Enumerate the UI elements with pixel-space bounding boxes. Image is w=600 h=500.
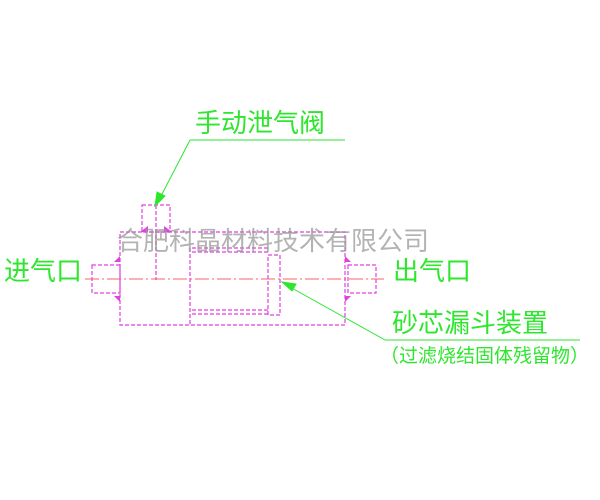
funnel-label: 砂芯漏斗装置 — [392, 309, 549, 339]
weld-marks — [114, 226, 351, 302]
funnel-note: （过滤烧结固体残留物） — [380, 345, 590, 367]
weld-mark — [114, 256, 120, 262]
sand-core-funnel-disk — [267, 254, 281, 316]
weld-mark — [345, 296, 351, 302]
outlet-label: 出气口 — [393, 257, 472, 287]
funnel-leader — [289, 286, 386, 341]
weld-mark — [164, 226, 172, 232]
vent-valve-label: 手动泄气阀 — [195, 109, 326, 139]
vent-valve-arrow — [154, 191, 166, 208]
weld-mark — [140, 226, 148, 232]
inlet-label: 进气口 — [4, 257, 83, 287]
weld-mark — [345, 256, 351, 262]
funnel-arrow — [280, 281, 297, 292]
weld-mark — [114, 296, 120, 302]
watermark: 合肥科晶材料技术有限公司 — [117, 227, 430, 257]
vent-valve-leader — [159, 139, 191, 199]
